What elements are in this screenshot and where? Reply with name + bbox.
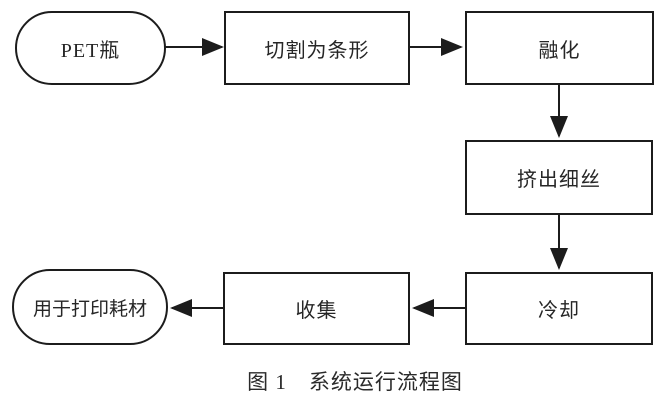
- node-pet-bottle-label: PET瓶: [60, 39, 121, 62]
- node-collect-label: 收集: [295, 300, 338, 322]
- node-collect: 收集: [223, 272, 410, 345]
- node-extrude-filament-label: 挤出细丝: [517, 169, 601, 191]
- node-pet-bottle: PET瓶: [15, 11, 166, 85]
- node-melt: 融化: [465, 11, 654, 85]
- node-cut-into-strips-label: 切割为条形: [264, 39, 370, 62]
- node-cool: 冷却: [465, 272, 653, 345]
- node-extrude-filament: 挤出细丝: [465, 140, 653, 215]
- node-used-for-printing: 用于打印耗材: [12, 269, 168, 345]
- node-used-for-printing-label: 用于打印耗材: [32, 298, 147, 320]
- node-cut-into-strips: 切割为条形: [224, 11, 410, 85]
- node-cool-label: 冷却: [538, 300, 580, 322]
- figure-caption: 图 1 系统运行流程图: [247, 370, 463, 394]
- node-melt-label: 融化: [538, 39, 581, 62]
